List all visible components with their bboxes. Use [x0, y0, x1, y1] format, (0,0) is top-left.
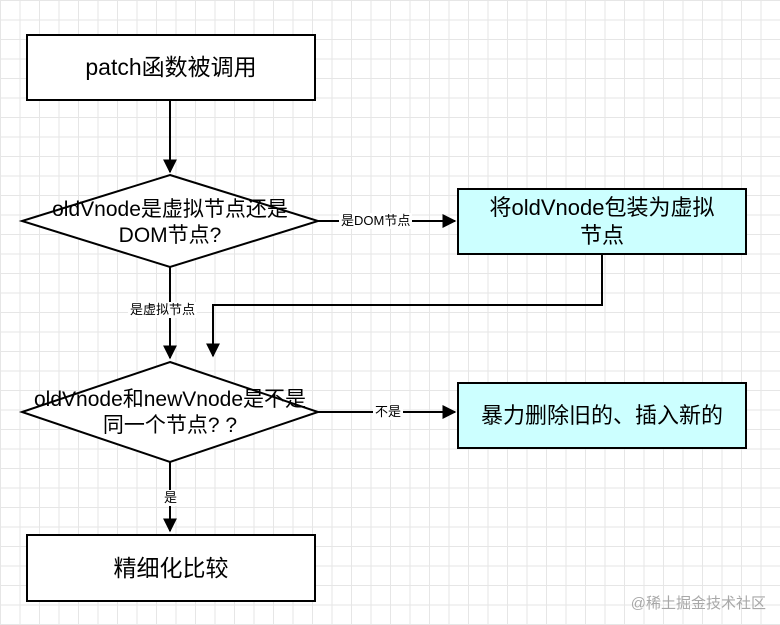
start-box: patch函数被调用	[26, 34, 316, 101]
edge-label-same: 是	[162, 490, 180, 506]
decision2-label: oldVnode和newVnode是不是同一个节点? ?	[34, 387, 306, 437]
edge-label-is-virtual: 是虚拟节点	[128, 302, 198, 318]
edge-label-is-dom: 是DOM节点	[339, 213, 413, 229]
edge-label-not-same: 不是	[373, 404, 404, 420]
replace-box: 暴力删除旧的、插入新的	[457, 382, 747, 449]
watermark: @稀土掘金技术社区	[630, 595, 766, 612]
refine-label: 精细化比较	[113, 554, 229, 581]
start-label: patch函数被调用	[85, 54, 257, 81]
refine-box: 精细化比较	[26, 534, 316, 602]
decision1-text: oldVnode是虚拟节点还是DOM节点?	[28, 196, 312, 250]
replace-label: 暴力删除旧的、插入新的	[480, 402, 723, 428]
decision2-text: oldVnode和newVnode是不是同一个节点? ?	[28, 386, 312, 440]
edge-wrap-to-merge	[206, 255, 603, 358]
wrap-label: 将oldVnode包装为虚拟节点	[489, 195, 715, 248]
decision1-label: oldVnode是虚拟节点还是DOM节点?	[52, 197, 288, 247]
wrap-box: 将oldVnode包装为虚拟节点	[457, 188, 747, 255]
